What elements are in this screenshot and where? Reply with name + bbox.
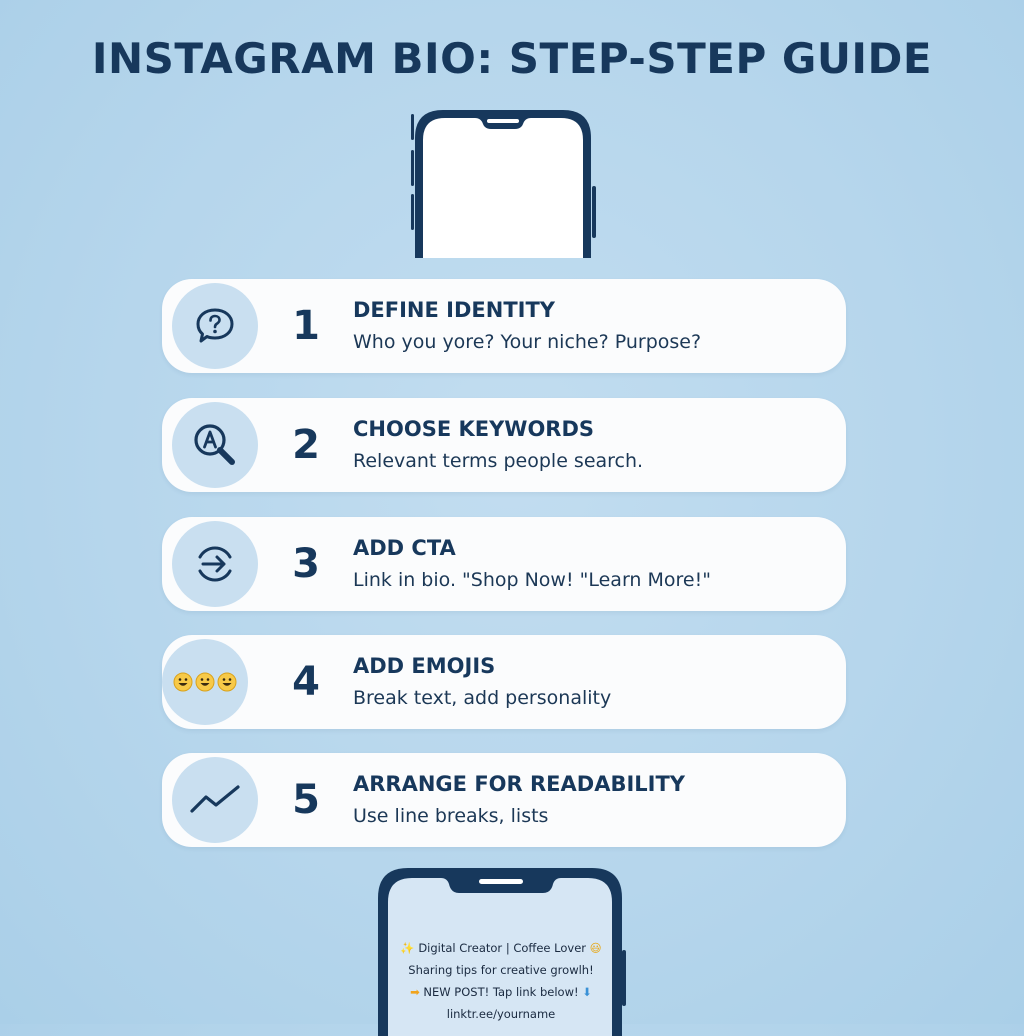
bio-line-1-text: Digital Creator | Coffee Lover (418, 941, 586, 955)
step-card-4: 4 ADD EMOJIS Break text, add personality (162, 635, 846, 729)
bio-line-3-text: NEW POST! Tap link below! (423, 985, 579, 999)
step-1-heading: DEFINE IDENTITY (353, 298, 556, 322)
step-5-number: 5 (292, 777, 320, 823)
bio-line-3: ➡ NEW POST! Tap link below! ⬇ (388, 981, 614, 1003)
step-4-description: Break text, add personality (353, 687, 612, 709)
arrow-circle-icon (198, 546, 232, 582)
step-card-5: 5 ARRANGE FOR READABILITY Use line break… (162, 753, 846, 847)
bio-preview: ✨ Digital Creator | Coffee Lover 😃 Shari… (388, 937, 614, 1025)
step-3-description: Link in bio. "Shop Now! "Learn More!" (353, 569, 711, 591)
step-5-icon-circle (172, 757, 258, 843)
step-2-number: 2 (292, 422, 320, 468)
step-1-icon-circle (172, 283, 258, 369)
bio-line-2: Sharing tips for creative growlh! (408, 963, 594, 977)
step-2-heading: CHOOSE KEYWORDS (353, 417, 595, 441)
step-card-1: 1 DEFINE IDENTITY Who you yore? Your nic… (162, 279, 846, 373)
step-3-icon-circle (172, 521, 258, 607)
sparkles-icon: ✨ (400, 941, 415, 955)
step-4-icon-circle (162, 639, 248, 725)
step-1-description: Who you yore? Your niche? Purpose? (353, 331, 702, 353)
trend-line-icon (190, 785, 240, 813)
step-5-description: Use line breaks, lists (353, 805, 549, 827)
step-2-description: Relevant terms people search. (353, 450, 644, 472)
bio-line-1: ✨ Digital Creator | Coffee Lover 😃 (388, 937, 614, 959)
step-2-icon-circle (172, 402, 258, 488)
step-1-number: 1 (292, 303, 320, 349)
phone-bottom-illustration (378, 868, 626, 1036)
arrow-down-icon: ⬇ (582, 985, 592, 999)
arrow-right-icon: ➡ (410, 985, 420, 999)
step-card-3: 3 ADD CTA Link in bio. "Shop Now! "Learn… (162, 517, 846, 611)
step-3-number: 3 (292, 541, 320, 587)
step-4-number: 4 (292, 659, 320, 705)
phone-top-illustration (411, 110, 596, 258)
smiley-emojis-icon (173, 672, 237, 692)
step-card-2: 2 CHOOSE KEYWORDS Relevant terms people … (162, 398, 846, 492)
smile-icon: 😃 (589, 941, 602, 955)
step-4-heading: ADD EMOJIS (353, 654, 496, 678)
step-5-heading: ARRANGE FOR READABILITY (353, 772, 685, 796)
question-bubble-icon (196, 308, 234, 343)
page-title: INSTAGRAM BIO: STEP-STEP GUIDE (91, 34, 933, 83)
bio-link[interactable]: linktr.ee/yourname (446, 1007, 556, 1021)
step-3-heading: ADD CTA (353, 536, 456, 560)
keyword-search-icon (194, 424, 235, 465)
